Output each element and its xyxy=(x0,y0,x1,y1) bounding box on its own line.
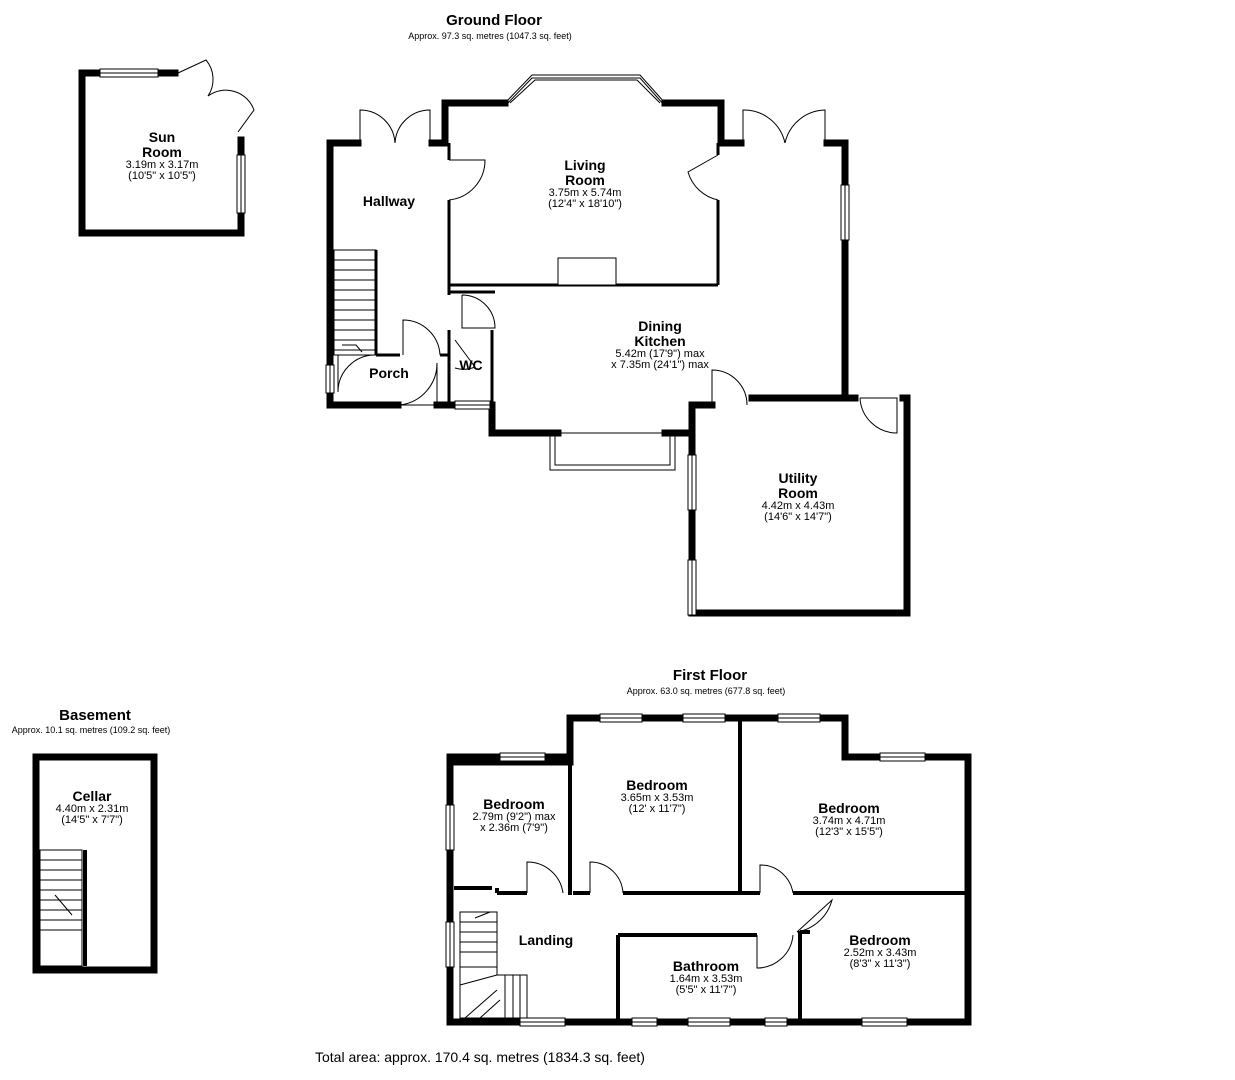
room-name: Room xyxy=(565,172,605,188)
ground-floor-stairs xyxy=(333,249,377,356)
first-floor-doors xyxy=(526,861,833,969)
room-dimensions: 2.79m (9'2") max xyxy=(472,811,556,823)
first-floor-title: First Floor xyxy=(672,667,748,684)
room-bedroom-small: Bedroom 2.79m (9'2") max x 2.36m (7'9") xyxy=(472,797,555,834)
room-cellar: Cellar 4.40m x 2.31m (14'5" x 7'7") xyxy=(56,789,129,826)
room-name: Sun xyxy=(148,129,176,145)
first-floor-area: Approx. 63.0 sq. metres (677.8 sq. feet) xyxy=(626,686,786,696)
room-dimensions: 1.64m x 3.53m xyxy=(669,973,743,985)
room-name: Cellar xyxy=(72,788,112,804)
room-name: Utility xyxy=(778,470,818,486)
basement-stairs xyxy=(39,849,83,967)
room-bedroom-large: Bedroom 3.74m x 4.71m (12'3" x 15'5") xyxy=(813,801,886,838)
room-dimensions: (8'3" x 11'3") xyxy=(849,958,911,970)
basement-area: Approx. 10.1 sq. metres (109.2 sq. feet) xyxy=(11,725,171,735)
kitchen-bay-window xyxy=(549,432,676,471)
ground-floor-area: Approx. 97.3 sq. metres (1047.3 sq. feet… xyxy=(408,31,572,41)
room-porch: Porch xyxy=(369,366,409,381)
room-name: Porch xyxy=(369,365,409,381)
room-bedroom-mid: Bedroom 3.65m x 3.53m (12' x 11'7") xyxy=(621,778,694,815)
first-floor-windows xyxy=(445,713,926,1027)
room-dimensions: 5.42m (17'9") max xyxy=(615,348,705,360)
living-room-bay-window xyxy=(504,74,666,107)
first-floor-stairs xyxy=(459,911,528,1019)
room-name: Living xyxy=(564,157,606,173)
room-dimensions: (12'4" x 18'10") xyxy=(548,198,622,210)
room-name: Bedroom xyxy=(626,777,688,793)
room-dimensions: 3.74m x 4.71m xyxy=(812,815,886,827)
room-sun-room: Sun Room 3.19m x 3.17m (10'5" x 10'5") xyxy=(126,130,199,182)
ground-floor-title: Ground Floor xyxy=(446,12,542,29)
room-dimensions: (12' x 11'7") xyxy=(628,803,686,815)
room-dimensions: (14'6" x 14'7") xyxy=(764,511,832,523)
room-name: Kitchen xyxy=(634,333,686,349)
room-name: Landing xyxy=(518,932,574,948)
room-dimensions: 4.40m x 2.31m xyxy=(55,803,129,815)
room-name: Bathroom xyxy=(672,958,740,974)
ground-floor-doors xyxy=(337,109,898,434)
basement-walls xyxy=(32,753,158,974)
chimney-breast xyxy=(557,257,617,286)
room-dimensions: 3.19m x 3.17m xyxy=(125,159,199,171)
room-dimensions: 3.75m x 5.74m xyxy=(548,187,622,199)
room-dimensions: (5'5" x 11'7") xyxy=(675,984,737,996)
room-landing: Landing xyxy=(519,933,573,948)
room-living-room: Living Room 3.75m x 5.74m (12'4" x 18'10… xyxy=(548,158,622,210)
room-wc: WC xyxy=(459,358,482,373)
room-dimensions: (12'3" x 15'5") xyxy=(815,826,883,838)
room-name: Room xyxy=(142,144,182,160)
room-hallway: Hallway xyxy=(363,194,415,209)
room-dimensions: (10'5" x 10'5") xyxy=(128,170,196,182)
room-dimensions: x 7.35m (24'1") max xyxy=(611,359,709,371)
first-floor-internal-walls xyxy=(454,718,968,1022)
room-name: Bedroom xyxy=(849,932,911,948)
room-bedroom-right: Bedroom 2.52m x 3.43m (8'3" x 11'3") xyxy=(844,933,917,970)
room-dimensions: (14'5" x 7'7") xyxy=(61,814,123,826)
ground-floor-windows xyxy=(325,184,850,616)
room-name: Hallway xyxy=(362,193,416,209)
room-name: Dining xyxy=(638,318,682,334)
room-name: WC xyxy=(459,357,483,373)
room-bathroom: Bathroom 1.64m x 3.53m (5'5" x 11'7") xyxy=(670,959,743,996)
room-dimensions: x 2.36m (7'9") xyxy=(480,822,548,834)
sun-room-doors xyxy=(177,59,255,133)
room-utility-room: Utility Room 4.42m x 4.43m (14'6" x 14'7… xyxy=(762,471,835,523)
total-area: Total area: approx. 170.4 sq. metres (18… xyxy=(315,1049,645,1065)
room-name: Room xyxy=(778,485,818,501)
room-name: Bedroom xyxy=(483,796,545,812)
room-dimensions: 4.42m x 4.43m xyxy=(761,500,835,512)
room-name: Bedroom xyxy=(818,800,880,816)
room-dimensions: 2.52m x 3.43m xyxy=(843,947,917,959)
sun-room-window xyxy=(99,68,246,214)
room-dining-kitchen: Dining Kitchen 5.42m (17'9") max x 7.35m… xyxy=(611,319,709,371)
room-dimensions: 3.65m x 3.53m xyxy=(620,792,694,804)
basement-title: Basement xyxy=(59,707,131,724)
